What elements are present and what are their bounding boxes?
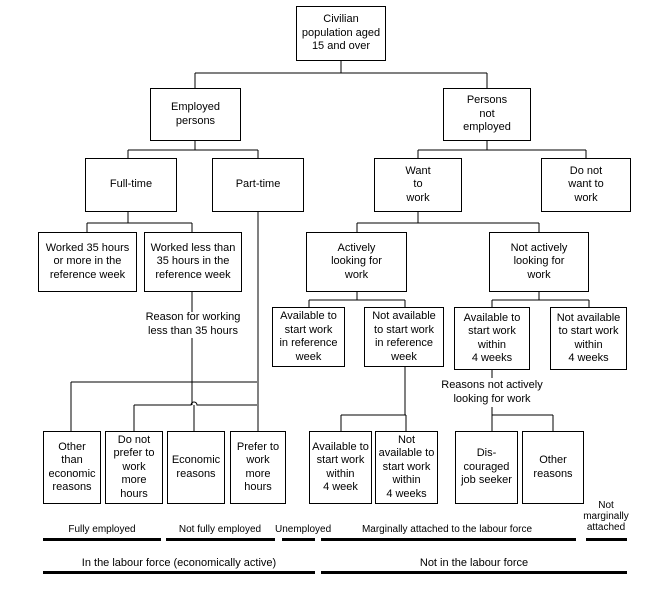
part-time-box: Part-time bbox=[212, 158, 304, 212]
civilian-population-box: Civilian population aged 15 and over bbox=[296, 6, 386, 61]
bar-not-in-labour-force bbox=[321, 571, 627, 574]
bar-unemployed bbox=[282, 538, 315, 541]
reasons-not-actively-looking-label: Reasons not actively looking for work bbox=[441, 379, 543, 405]
category-not-marginally-attached: Not marginally attached bbox=[583, 500, 629, 533]
bar-not-fully-employed bbox=[166, 538, 275, 541]
employed-persons-box: Employed persons bbox=[150, 88, 241, 141]
available-within-4-weeks-box: Available to start work within 4 weeks bbox=[454, 307, 530, 370]
do-not-prefer-more-hours-box: Do not prefer to work more hours bbox=[105, 431, 163, 504]
not-actively-looking-box: Not actively looking for work bbox=[489, 232, 589, 292]
not-available-within-4-weeks-box: Not available to start work within 4 wee… bbox=[550, 307, 627, 370]
want-to-work-box: Want to work bbox=[374, 158, 462, 212]
reason-for-working-less-label: Reason for working less than 35 hours bbox=[145, 311, 241, 337]
economic-reasons-box: Economic reasons bbox=[167, 431, 225, 504]
discouraged-job-seeker-box: Dis- couraged job seeker bbox=[455, 431, 518, 504]
category-not-fully-employed: Not fully employed bbox=[178, 524, 262, 535]
not-available-within-4-weeks-lower-box: Not available to start work within 4 wee… bbox=[375, 431, 438, 504]
available-within-4-week-lower-box: Available to start work within 4 week bbox=[309, 431, 372, 504]
worked-less-than-35-hours-box: Worked less than 35 hours in the referen… bbox=[144, 232, 242, 292]
actively-looking-box: Actively looking for work bbox=[306, 232, 407, 292]
persons-not-employed-box: Persons not employed bbox=[443, 88, 531, 141]
other-reasons-box: Other reasons bbox=[522, 431, 584, 504]
summary-not-in-labour-force: Not in the labour force bbox=[419, 557, 529, 569]
not-available-reference-week-box: Not available to start work in reference… bbox=[364, 307, 444, 367]
summary-in-labour-force: In the labour force (economically active… bbox=[81, 557, 277, 569]
bar-not-marginally-attached bbox=[586, 538, 627, 541]
worked-35-hours-or-more-box: Worked 35 hours or more in the reference… bbox=[38, 232, 137, 292]
other-than-economic-reasons-box: Other than economic reasons bbox=[43, 431, 101, 504]
bar-marginally-attached bbox=[321, 538, 576, 541]
do-not-want-to-work-box: Do not want to work bbox=[541, 158, 631, 212]
category-marginally-attached: Marginally attached to the labour force bbox=[361, 524, 533, 535]
full-time-box: Full-time bbox=[85, 158, 177, 212]
available-reference-week-box: Available to start work in reference wee… bbox=[272, 307, 345, 367]
bar-in-labour-force bbox=[43, 571, 315, 574]
category-unemployed: Unemployed bbox=[275, 524, 332, 535]
prefer-more-hours-box: Prefer to work more hours bbox=[230, 431, 286, 504]
category-fully-employed: Fully employed bbox=[68, 524, 136, 535]
bar-fully-employed bbox=[43, 538, 161, 541]
